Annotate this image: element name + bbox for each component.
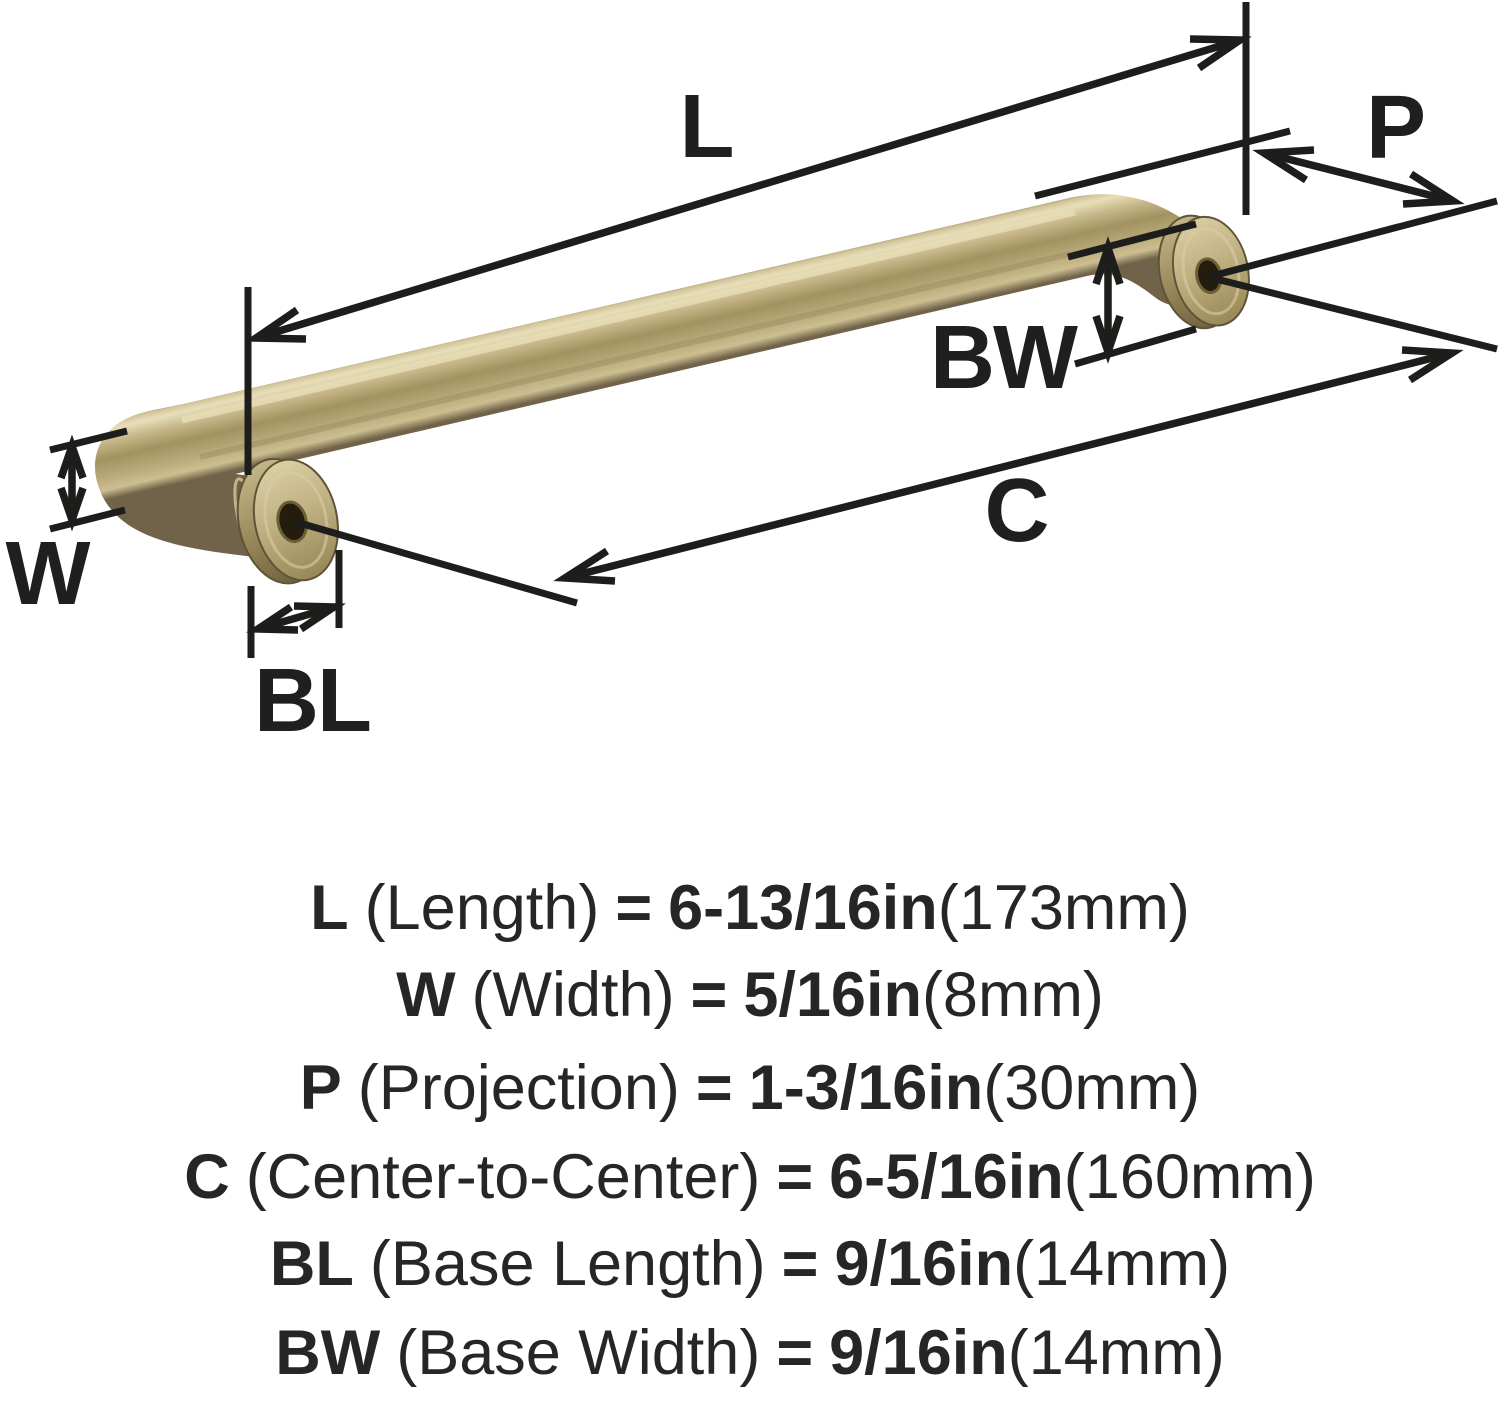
spec-line-base-length: BL(Base Length)=9/16in(14mm): [0, 1224, 1500, 1304]
spec-equals: =: [776, 1142, 814, 1212]
bw-lower-tick: [1074, 325, 1197, 368]
left-base: [236, 457, 339, 585]
right-base-bevel: [1181, 227, 1241, 316]
spec-value: 6-13/16in: [668, 873, 938, 943]
handle-diagram-canvas: L P C W BL BW: [6, 2, 1498, 751]
spec-metric: (8mm): [921, 960, 1104, 1030]
w-lower-tick: [49, 506, 126, 533]
bl-arrowhead-left: [246, 603, 299, 634]
spec-name: (Base Length): [369, 1229, 766, 1299]
spec-code: C: [184, 1142, 230, 1212]
spec-value: 5/16in: [743, 960, 922, 1030]
l-arrowhead-right: [1189, 35, 1252, 72]
p-reference-tick: [1034, 127, 1291, 200]
bl-arrowhead-right: [293, 602, 346, 633]
spec-metric: (160mm): [1063, 1142, 1316, 1212]
spec-metric: (14mm): [1013, 1229, 1231, 1299]
spec-value: 9/16in: [829, 1318, 1008, 1388]
dim-label-base-width: BW: [930, 308, 1078, 408]
spec-code: BL: [269, 1229, 354, 1299]
spec-metric: (30mm): [983, 1053, 1201, 1123]
spec-name: (Projection): [357, 1053, 680, 1123]
l-dimension-line: [254, 36, 1242, 342]
spec-line-width: W(Width)=5/16in(8mm): [0, 955, 1500, 1035]
spec-code: BW: [275, 1318, 381, 1388]
spec-name: (Base Width): [396, 1318, 761, 1388]
spec-name: (Width): [471, 960, 675, 1030]
w-arrowhead-bottom: [57, 486, 87, 532]
spec-code: W: [396, 960, 456, 1030]
spec-equals: =: [776, 1318, 814, 1388]
bw-arrowhead-bottom: [1092, 314, 1124, 364]
p-arrowhead-right: [1402, 170, 1465, 208]
spec-name: (Center-to-Center): [245, 1142, 761, 1212]
spec-metric: (14mm): [1007, 1318, 1225, 1388]
p-arrowhead-left: [1252, 146, 1315, 184]
dim-label-center-to-center: C: [985, 461, 1048, 561]
spec-name: (Length): [364, 873, 600, 943]
spec-equals: =: [690, 960, 728, 1030]
spec-metric: (173mm): [937, 873, 1190, 943]
right-hole-extension-lower: [1211, 274, 1498, 353]
dim-label-width: W: [6, 524, 91, 624]
bw-upper-tick: [1067, 220, 1197, 261]
spec-value: 9/16in: [834, 1229, 1014, 1299]
right-base: [1157, 214, 1250, 330]
c-arrowhead-left: [553, 547, 616, 585]
spec-line-length: L(Length)=6-13/16in(173mm): [0, 868, 1500, 948]
spec-code: L: [310, 873, 349, 943]
spec-value: 6-5/16in: [829, 1142, 1064, 1212]
dimension-annotations: L P C W BL BW: [6, 2, 1498, 751]
spec-value: 1-3/16in: [748, 1053, 984, 1123]
left-hole-extension: [295, 518, 578, 607]
c-arrowhead-right: [1401, 346, 1464, 384]
right-hole-extension-upper: [1211, 197, 1498, 280]
handle-highlight: [181, 208, 1076, 424]
pull-handle-illustration: [95, 194, 1250, 585]
bl-dimension-line: [256, 603, 336, 633]
dim-label-length: L: [680, 77, 733, 177]
l-arrowhead-left: [244, 306, 307, 343]
w-upper-tick: [49, 427, 128, 454]
spec-equals: =: [695, 1053, 733, 1123]
w-arrowhead-top: [57, 434, 87, 480]
c-dimension-line: [564, 349, 1453, 582]
spec-line-center-to-center: C(Center-to-Center)=6-5/16in(160mm): [0, 1137, 1500, 1217]
spec-line-base-width: BW(Base Width)=9/16in(14mm): [0, 1313, 1500, 1393]
dim-label-base-length: BL: [254, 651, 370, 751]
spec-equals: =: [615, 873, 653, 943]
p-dimension-line: [1263, 149, 1454, 205]
spec-equals: =: [781, 1229, 819, 1299]
bw-arrowhead-top: [1092, 236, 1124, 286]
dim-label-projection: P: [1366, 78, 1424, 178]
left-screw-hole: [276, 500, 308, 544]
spec-line-projection: P(Projection)=1-3/16in(30mm): [0, 1048, 1500, 1128]
spec-code: P: [299, 1053, 342, 1123]
handle-shadow-streak: [199, 251, 1071, 460]
left-base-bevel: [263, 471, 329, 569]
